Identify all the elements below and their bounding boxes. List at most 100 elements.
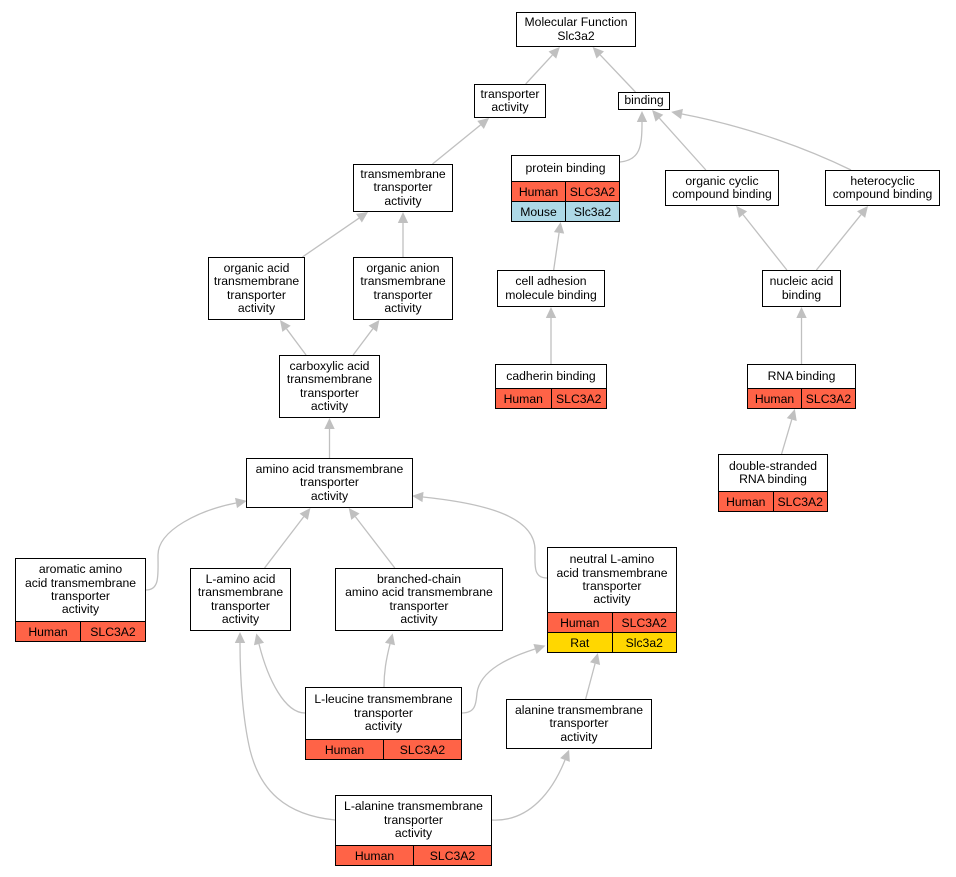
edge-neutral-l-amino-acid-tt-activity-to-amino-acid-tt-activity-arrowhead [412,491,424,503]
edge-binding-to-root [599,54,636,93]
edge-organic-acid-tt-activity-to-transmembrane-transporter-activity-arrowhead [356,212,369,223]
gene-cell: SLC3A2 [399,742,446,757]
go-term-transporter-activity[interactable]: transporter activity [474,84,546,118]
go-term-alanine-tt-activity[interactable]: alanine transmembrane transporter activi… [506,699,652,749]
edge-branched-chain-tt-activity-to-amino-acid-tt-activity-arrowhead [348,508,360,520]
edge-l-leucine-tt-activity-to-l-amino-acid-tt-activity-arrowhead [253,633,265,646]
go-term-neutral-l-amino-acid-tt-activity[interactable]: neutral L-amino acid transmembrane trans… [547,547,677,653]
edge-l-alanine-tt-activity-to-alanine-tt-activity [491,759,566,821]
edge-binding-to-root-arrowhead [592,47,604,59]
go-term-binding[interactable]: binding [618,92,670,110]
edge-carboxylic-acid-tt-activity-to-organic-anion-tt-activity-arrowhead [368,320,380,332]
gene-cell: Slc3a2 [625,635,663,650]
edge-amino-acid-tt-activity-to-carboxylic-acid-tt-activity-arrowhead [324,418,335,429]
edge-l-alanine-tt-activity-to-alanine-tt-activity-arrowhead [560,749,570,762]
edge-transmembrane-transporter-activity-to-transporter-activity-arrowhead [477,118,490,129]
go-term-root[interactable]: Molecular Function Slc3a2 [516,12,636,47]
edge-alanine-tt-activity-to-neutral-l-amino-acid-tt-activity [585,663,596,700]
edge-protein-binding-to-binding [619,121,643,163]
term-label: L-amino acid transmembrane transporter a… [197,571,284,626]
go-term-organic-cyclic-compound-binding[interactable]: organic cyclic compound binding [665,170,779,206]
annotation-row-human: Human SLC3A2 [496,388,606,408]
gene-cell: SLC3A2 [805,391,852,406]
go-term-organic-acid-tt-activity[interactable]: organic acid transmembrane transporter a… [208,257,305,320]
gene-cell: SLC3A2 [556,391,602,406]
species-cell: Human [719,492,774,511]
go-term-l-leucine-tt-activity[interactable]: L-leucine transmembrane transporter acti… [305,687,462,760]
edge-l-alanine-tt-activity-to-l-amino-acid-tt-activity-arrowhead [234,632,246,643]
term-label: organic acid transmembrane transporter a… [213,260,300,315]
go-term-aromatic-amino-acid-tt-activity[interactable]: aromatic amino acid transmembrane transp… [15,558,146,642]
term-label: double-stranded RNA binding [728,458,818,486]
species-cell: Human [512,182,566,201]
go-term-nucleic-acid-binding[interactable]: nucleic acid binding [762,270,841,307]
edge-transporter-activity-to-root-arrowhead [548,47,560,59]
term-label: cell adhesion molecule binding [505,274,597,302]
edge-l-leucine-tt-activity-to-neutral-l-amino-acid-tt-activity-arrowhead [533,644,546,654]
term-label: L-alanine transmembrane transporter acti… [344,799,483,841]
go-term-amino-acid-tt-activity[interactable]: amino acid transmembrane transporter act… [246,458,413,508]
edge-organic-anion-tt-activity-to-transmembrane-transporter-activity-arrowhead [397,212,409,223]
term-label: neutral L-amino acid transmembrane trans… [556,552,668,607]
species-cell: Mouse [512,202,566,221]
edge-aromatic-amino-acid-tt-activity-to-amino-acid-tt-activity-arrowhead [235,497,247,509]
edge-l-alanine-tt-activity-to-l-amino-acid-tt-activity [239,642,336,821]
gene-cell: SLC3A2 [569,184,616,199]
term-label: alanine transmembrane transporter activi… [514,702,644,744]
go-term-cell-adhesion-molecule-binding[interactable]: cell adhesion molecule binding [497,270,605,307]
edge-nucleic-acid-binding-to-organic-cyclic-compound-binding [742,214,788,271]
term-label: L-leucine transmembrane transporter acti… [314,692,453,734]
edge-carboxylic-acid-tt-activity-to-organic-acid-tt-activity [286,328,307,356]
edge-l-leucine-tt-activity-to-l-amino-acid-tt-activity [258,643,306,714]
go-term-branched-chain-tt-activity[interactable]: branched-chain amino acid transmembrane … [335,568,503,631]
annotation-row-human: Human SLC3A2 [16,621,145,641]
edge-carboxylic-acid-tt-activity-to-organic-anion-tt-activity [352,328,374,356]
edge-neutral-l-amino-acid-tt-activity-to-amino-acid-tt-activity [422,496,548,579]
species-cell: Human [336,846,414,865]
edge-l-amino-acid-tt-activity-to-amino-acid-tt-activity-arrowhead [299,508,311,520]
annotation-row-human: Human SLC3A2 [336,845,491,865]
gene-cell: Slc3a2 [573,204,612,219]
term-label: heterocyclic compound binding [832,173,933,201]
edge-transporter-activity-to-root [525,54,553,85]
term-label: Molecular Function Slc3a2 [524,15,628,43]
edge-carboxylic-acid-tt-activity-to-organic-acid-tt-activity-arrowhead [279,320,291,332]
edge-nucleic-acid-binding-to-organic-cyclic-compound-binding-arrowhead [736,206,748,218]
edge-double-stranded-rna-binding-to-rna-binding-arrowhead [786,409,797,422]
gene-cell: SLC3A2 [429,848,476,863]
go-term-transmembrane-transporter-activity[interactable]: transmembrane transporter activity [353,164,453,212]
species-cell: Human [548,613,613,632]
go-term-carboxylic-acid-tt-activity[interactable]: carboxylic acid transmembrane transporte… [279,355,380,418]
term-label: RNA binding [767,368,836,383]
edge-l-leucine-tt-activity-to-branched-chain-tt-activity [383,643,391,688]
edge-organic-cyclic-compound-binding-to-binding-arrowhead [652,110,664,122]
go-term-organic-anion-tt-activity[interactable]: organic anion transmembrane transporter … [353,257,453,320]
species-cell: Human [16,622,81,641]
edge-rna-binding-to-nucleic-acid-binding-arrowhead [796,307,807,318]
term-label: organic cyclic compound binding [672,173,772,201]
gene-cell: SLC3A2 [90,624,136,639]
species-cell: Human [748,389,802,408]
term-label: transmembrane transporter activity [360,166,446,208]
go-term-l-alanine-tt-activity[interactable]: L-alanine transmembrane transporter acti… [335,795,492,866]
term-label: carboxylic acid transmembrane transporte… [286,358,373,413]
edge-branched-chain-tt-activity-to-amino-acid-tt-activity [354,516,396,569]
edge-heterocyclic-compound-binding-to-binding [681,113,852,171]
go-term-heterocyclic-compound-binding[interactable]: heterocyclic compound binding [825,170,940,206]
annotation-row-mouse: Mouse Slc3a2 [512,201,619,221]
term-label: protein binding [525,160,606,175]
edge-double-stranded-rna-binding-to-rna-binding [780,419,793,455]
edge-cell-adhesion-molecule-binding-to-protein-binding-arrowhead [553,222,565,234]
species-cell: Human [496,389,552,408]
go-term-l-amino-acid-tt-activity[interactable]: L-amino acid transmembrane transporter a… [190,568,291,631]
